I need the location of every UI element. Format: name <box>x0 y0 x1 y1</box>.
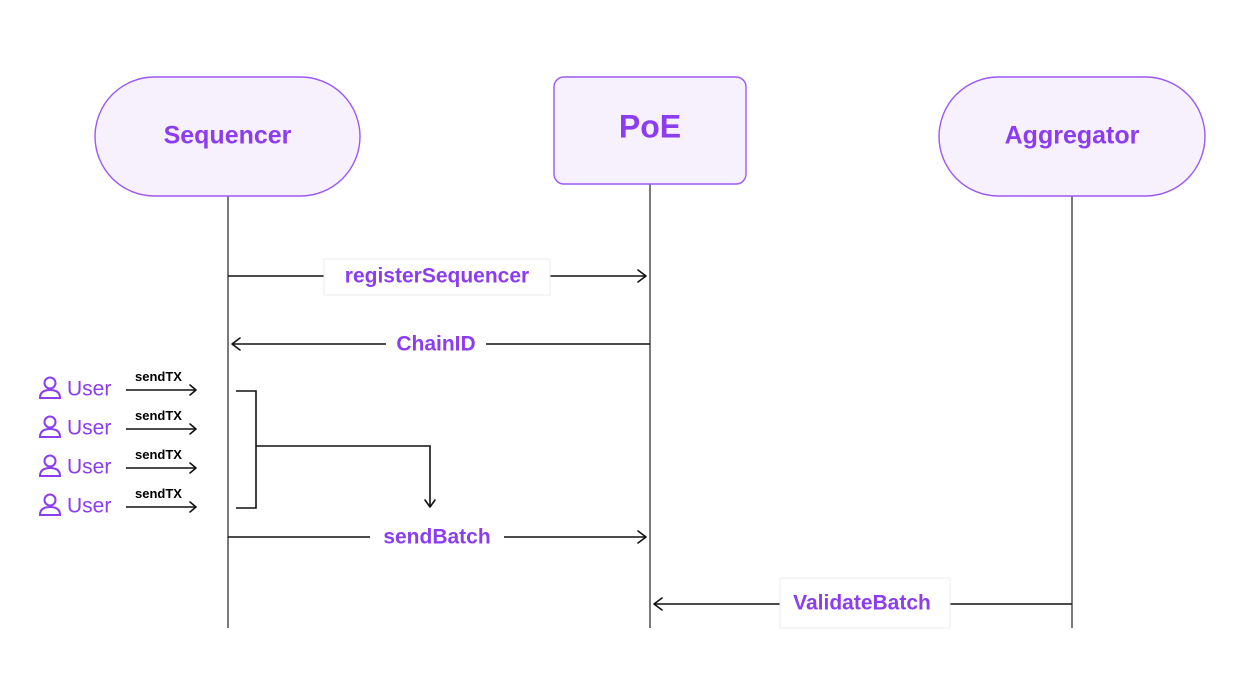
message-send-batch: sendBatch <box>228 521 647 553</box>
user-icon <box>38 376 62 399</box>
user-icon <box>38 493 62 516</box>
user-row: User sendTX <box>38 447 197 479</box>
actor-aggregator: Aggregator <box>938 76 1206 197</box>
user-icon <box>38 454 62 477</box>
user-label: User <box>67 456 111 479</box>
send-tx-label: sendTX <box>135 447 182 462</box>
batch-bracket <box>236 390 436 509</box>
arrowhead-right-icon <box>189 384 197 396</box>
actor-sequencer: Sequencer <box>94 76 361 197</box>
send-tx-label: sendTX <box>135 369 182 384</box>
actor-poe-label: PoE <box>619 108 681 144</box>
actor-sequencer-label: Sequencer <box>164 122 292 150</box>
user-icon <box>38 415 62 438</box>
actor-aggregator-label: Aggregator <box>1005 122 1140 150</box>
actor-poe: PoE <box>553 76 747 185</box>
validate-batch-label: ValidateBatch <box>793 592 931 615</box>
user-row: User sendTX <box>38 486 197 518</box>
user-label: User <box>67 417 111 440</box>
arrowhead-down-icon <box>424 499 436 508</box>
user-row: User sendTX <box>38 408 197 440</box>
arrowhead-right-icon <box>637 530 647 544</box>
arrowhead-right-icon <box>637 269 647 283</box>
user-label: User <box>67 495 111 518</box>
send-batch-label: sendBatch <box>383 526 490 549</box>
message-register-sequencer: registerSequencer <box>228 258 647 296</box>
arrowhead-left-icon <box>653 597 663 611</box>
arrowhead-left-icon <box>231 337 241 351</box>
register-sequencer-label: registerSequencer <box>345 265 529 288</box>
arrowhead-right-icon <box>189 462 197 474</box>
message-chain-id: ChainID <box>231 328 650 360</box>
message-validate-batch: ValidateBatch <box>653 577 1072 629</box>
arrowhead-right-icon <box>189 501 197 513</box>
user-label: User <box>67 378 111 401</box>
chain-id-label: ChainID <box>396 333 475 356</box>
send-tx-label: sendTX <box>135 486 182 501</box>
user-row: User sendTX <box>38 369 197 401</box>
send-tx-label: sendTX <box>135 408 182 423</box>
arrowhead-right-icon <box>189 423 197 435</box>
